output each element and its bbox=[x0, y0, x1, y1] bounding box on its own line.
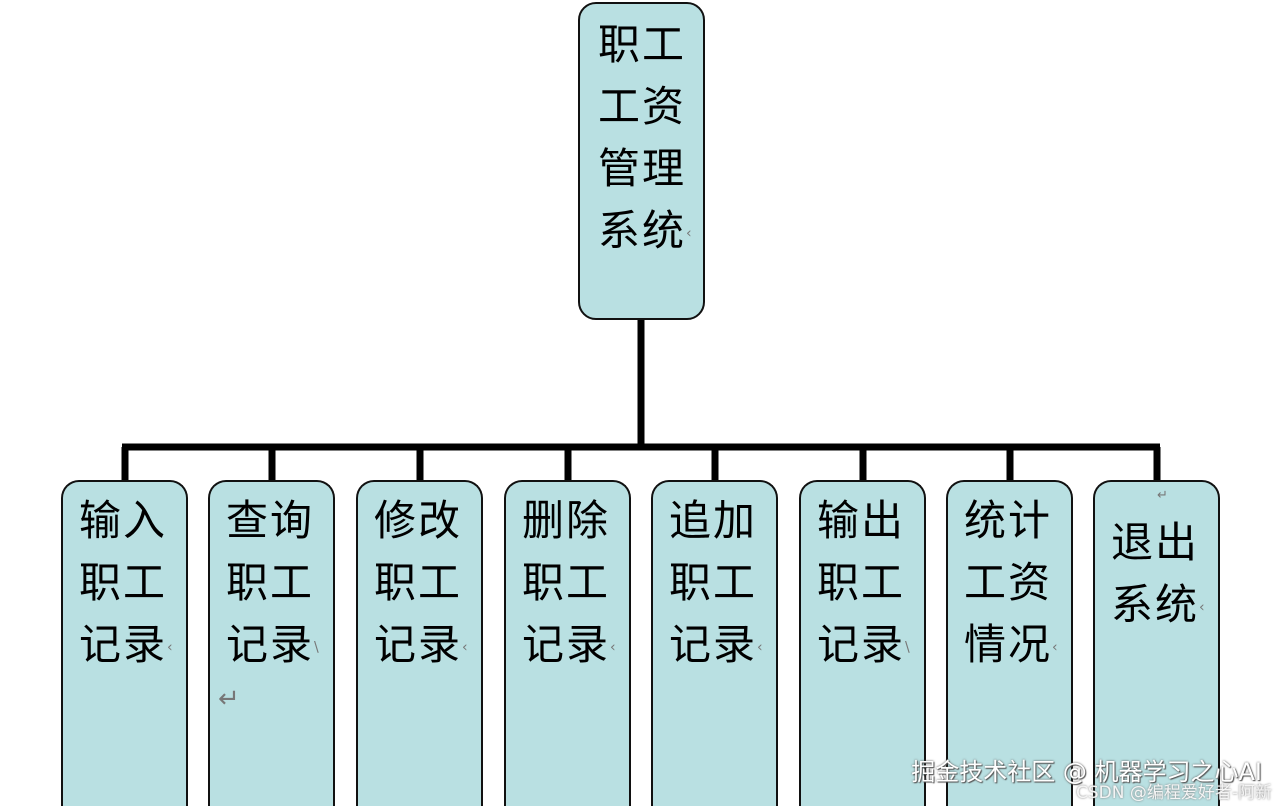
paragraph-mark-icon: \ bbox=[905, 639, 910, 656]
child-6-line-3: 记录 bbox=[817, 620, 906, 669]
child-2-line-2: 职工 bbox=[226, 558, 315, 607]
paragraph-mark-icon: ‹ bbox=[167, 639, 173, 656]
paragraph-mark-icon: ‹ bbox=[686, 225, 692, 242]
child-2-line-3: 记录 bbox=[226, 620, 315, 669]
child-5-line-3: 记录 bbox=[669, 620, 758, 669]
paragraph-mark-icon: ‹ bbox=[462, 639, 468, 656]
root-node-box: 职工 工资 管理 系统‹ bbox=[578, 2, 705, 320]
child-1-line-2: 职工 bbox=[79, 558, 168, 607]
root-line-4: 系统 bbox=[598, 206, 687, 255]
watermark-juejin: 掘金技术社区 @ 机器学习之心AI bbox=[911, 758, 1262, 786]
child-6-line-1: 输出 bbox=[817, 496, 906, 545]
child-node-4: 删除 职工 记录‹ bbox=[504, 480, 631, 806]
child-3-line-2: 职工 bbox=[374, 558, 463, 607]
child-node-5: 追加 职工 记录‹ bbox=[651, 480, 778, 806]
child-4-line-1: 删除 bbox=[522, 496, 611, 545]
paragraph-mark-icon: ‹ bbox=[757, 639, 763, 656]
child-node-3: 修改 职工 记录‹ bbox=[356, 480, 483, 806]
child-node-7: 统计 工资 情况‹ bbox=[946, 480, 1073, 806]
child-1-line-3: 记录 bbox=[79, 620, 168, 669]
child-5-line-1: 追加 bbox=[669, 496, 758, 545]
child-7-line-2: 工资 bbox=[964, 558, 1053, 607]
child-7-line-1: 统计 bbox=[964, 496, 1053, 545]
child-3-line-3: 记录 bbox=[374, 620, 463, 669]
child-node-2: 查询 职工 记录\ ↵ bbox=[208, 480, 335, 806]
watermark-csdn: CSDN @编程爱好者-阿新 bbox=[1075, 783, 1272, 803]
child-3-line-1: 修改 bbox=[374, 496, 463, 545]
child-2-line-1: 查询 bbox=[226, 496, 315, 545]
child-8-line-2: 系统 bbox=[1111, 580, 1200, 629]
return-arrow-icon: ↵ bbox=[1157, 488, 1168, 503]
root-line-3: 管理 bbox=[598, 144, 687, 193]
child-node-8: ↵ 退出 系统‹ bbox=[1093, 480, 1220, 806]
child-5-line-2: 职工 bbox=[669, 558, 758, 607]
paragraph-mark-icon: ‹ bbox=[1199, 599, 1205, 616]
paragraph-mark-icon: ‹ bbox=[1052, 639, 1058, 656]
child-1-line-1: 输入 bbox=[79, 496, 168, 545]
paragraph-mark-icon: \ bbox=[314, 639, 319, 656]
child-node-1: 输入 职工 记录‹ bbox=[61, 480, 188, 806]
child-4-line-3: 记录 bbox=[522, 620, 611, 669]
paragraph-mark-icon: ‹ bbox=[610, 639, 616, 656]
child-8-line-1: 退出 bbox=[1111, 518, 1200, 567]
root-line-1: 职工 bbox=[598, 20, 687, 69]
child-node-6: 输出 职工 记录\ bbox=[799, 480, 926, 806]
child-4-line-2: 职工 bbox=[522, 558, 611, 607]
child-7-line-3: 情况 bbox=[964, 620, 1053, 669]
root-line-2: 工资 bbox=[598, 82, 687, 131]
child-6-line-2: 职工 bbox=[817, 558, 906, 607]
return-arrow-icon: ↵ bbox=[218, 684, 240, 714]
